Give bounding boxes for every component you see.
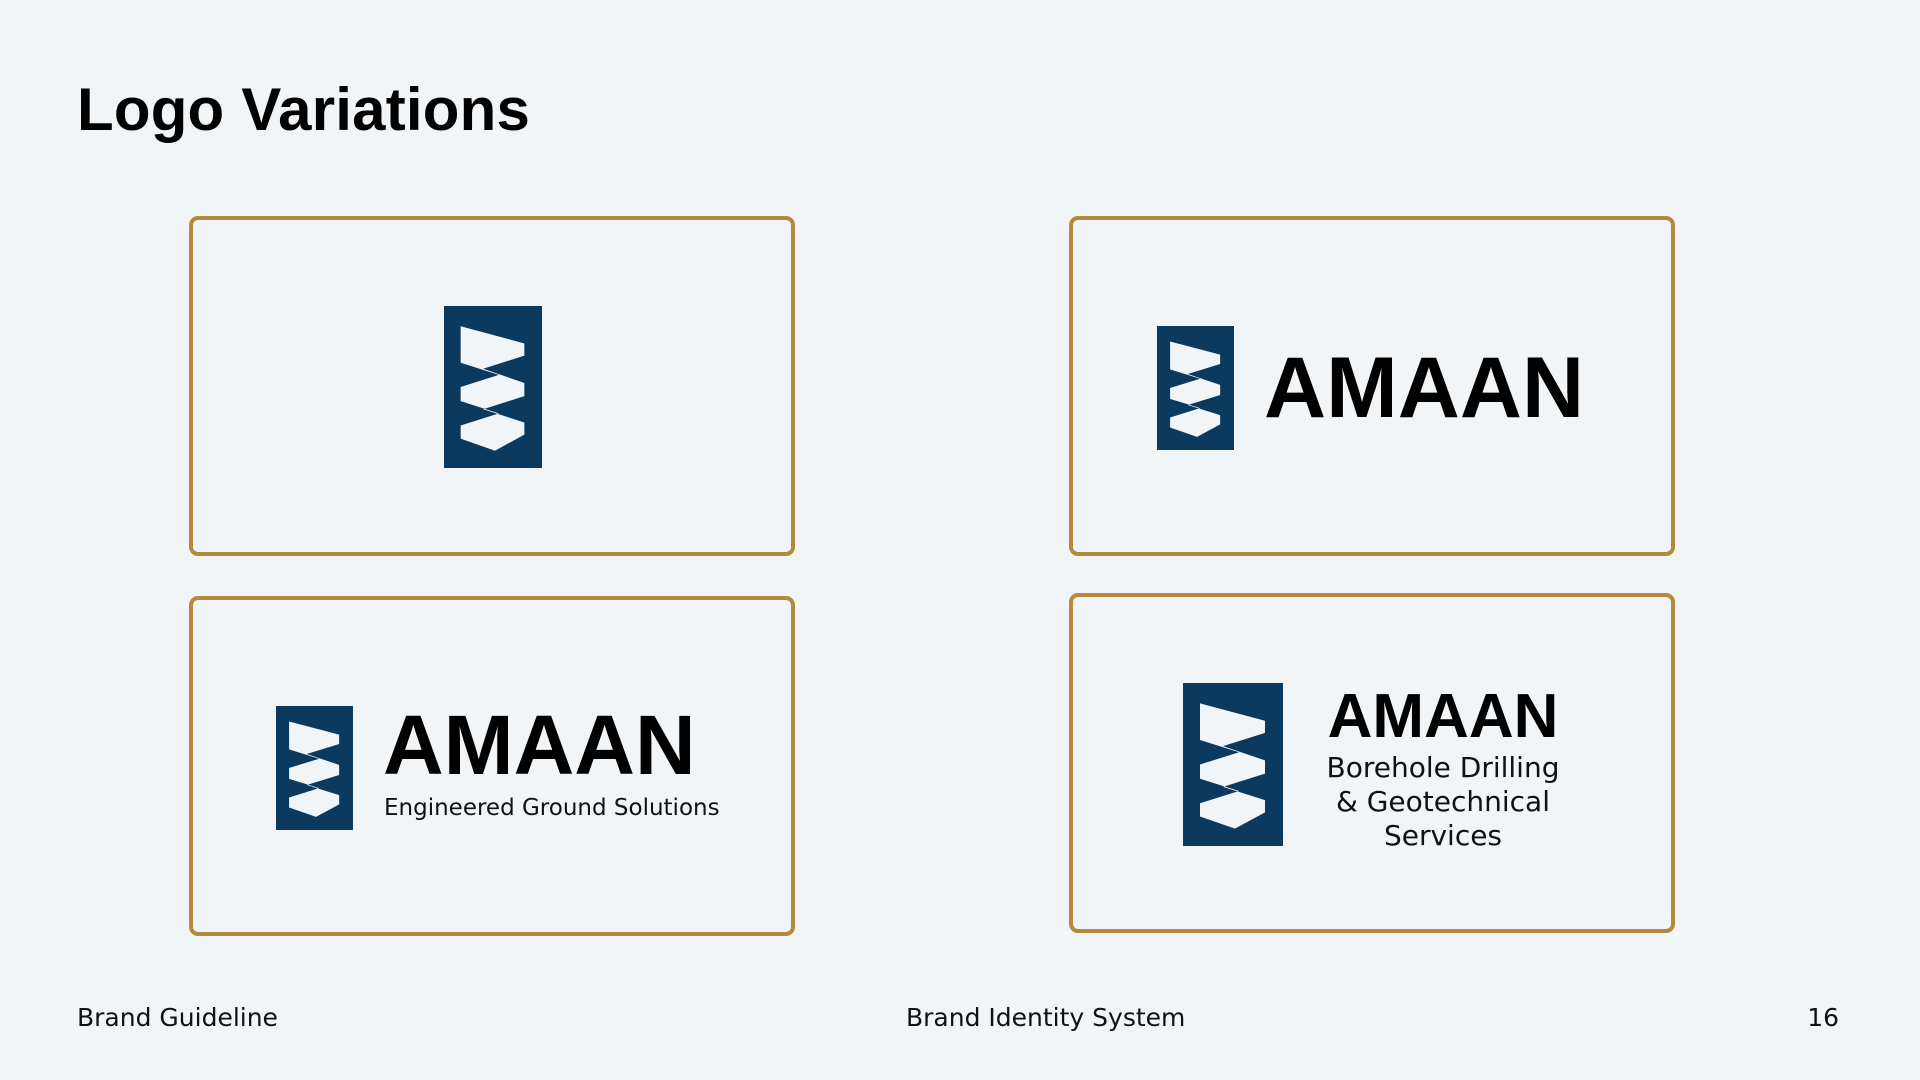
logo-descriptor-line-1: Borehole Drilling — [1326, 751, 1560, 784]
logo-card-horizontal-tagline: AMAAN Engineered Ground Solutions — [189, 596, 795, 936]
logo-descriptor-line-2: & Geotechnical — [1336, 785, 1550, 818]
logo-tagline: Engineered Ground Solutions — [384, 795, 720, 821]
logo-card-icon-only — [189, 216, 795, 556]
amaan-logo-mark-icon — [1183, 683, 1283, 846]
stacked-text-block: AMAAN Borehole Drilling & Geotechnical S… — [1305, 683, 1581, 853]
logo-wordmark: AMAAN — [1327, 682, 1559, 751]
page-number: 16 — [1807, 1003, 1839, 1032]
footer-center-label: Brand Identity System — [906, 1003, 1186, 1032]
amaan-logo-mark-icon — [1157, 326, 1234, 450]
logo-wordmark: AMAAN — [1264, 340, 1585, 436]
logo-card-horizontal: AMAAN — [1069, 216, 1675, 556]
logo-card-stacked-descriptor: AMAAN Borehole Drilling & Geotechnical S… — [1069, 593, 1675, 933]
footer-left-label: Brand Guideline — [77, 1003, 278, 1032]
logo-wordmark: AMAAN — [383, 698, 696, 792]
logo-descriptor-line-3: Services — [1383, 819, 1503, 852]
page-title: Logo Variations — [77, 76, 531, 143]
amaan-logo-mark-icon — [276, 706, 353, 830]
amaan-logo-mark-icon — [444, 306, 542, 468]
